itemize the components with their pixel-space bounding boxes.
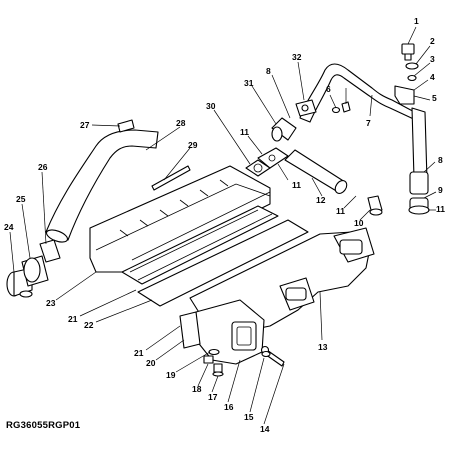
callout-19: 19	[166, 370, 176, 380]
air-inlet-pipe	[45, 129, 159, 243]
bracket-5	[394, 85, 415, 105]
leader-lines	[9, 26, 437, 425]
callout-11c: 11	[336, 206, 345, 216]
connector-tube-12	[284, 149, 348, 194]
callout-30: 30	[206, 101, 216, 111]
callout-11d: 11	[436, 204, 445, 214]
callout-28: 28	[176, 118, 186, 128]
clip-27	[117, 119, 135, 133]
callout-29: 29	[188, 140, 198, 150]
cooler-fins	[119, 179, 229, 237]
lower-right-tube	[408, 171, 430, 215]
callout-24: 24	[4, 222, 14, 232]
callout-15: 15	[244, 412, 254, 422]
callout-12: 12	[316, 195, 326, 205]
callout-21-lower: 21	[134, 348, 144, 358]
callout-9: 9	[438, 185, 443, 195]
callout-6: 6	[326, 84, 331, 94]
callout-31: 31	[244, 78, 254, 88]
callout-4: 4	[430, 72, 435, 82]
nut-18	[203, 355, 214, 364]
figure-id: RG36055RGP01	[6, 420, 81, 431]
callout-23: 23	[46, 298, 56, 308]
callout-27: 27	[80, 120, 90, 130]
bolt-1	[401, 43, 415, 61]
washer-3	[407, 74, 417, 82]
gasket-21-upper	[121, 205, 279, 285]
callout-11b: 11	[292, 180, 301, 190]
stud-29	[151, 165, 191, 191]
callout-25: 25	[16, 194, 26, 204]
callout-18: 18	[192, 384, 202, 394]
gasket-20	[179, 311, 201, 349]
hose-clamp-31	[271, 117, 297, 142]
callout-14: 14	[260, 424, 270, 434]
callout-22: 22	[84, 320, 94, 330]
hose-25	[21, 255, 49, 287]
callout-32: 32	[292, 52, 302, 62]
callout-3: 3	[430, 54, 435, 64]
washer-15	[261, 350, 271, 358]
callout-20: 20	[146, 358, 156, 368]
elbow-10	[367, 195, 383, 216]
washer-2	[405, 62, 419, 70]
gasket-22	[137, 219, 309, 307]
washer-6	[331, 106, 341, 114]
callout-2: 2	[430, 36, 435, 46]
clamp-32	[295, 99, 317, 117]
callout-7: 7	[366, 118, 371, 128]
callout-labels: 1 2 3 4 5 6 7 8 9 10 11 11 11 11 12 13 1…	[4, 16, 445, 434]
callout-21-upper: 21	[68, 314, 78, 324]
washer-19	[208, 348, 220, 356]
callout-17: 17	[208, 392, 218, 402]
callout-13: 13	[318, 342, 328, 352]
callout-16: 16	[224, 402, 234, 412]
callout-26: 26	[38, 162, 48, 172]
rubber-sleeve-26	[39, 239, 61, 263]
manifold-elbow-16	[195, 299, 265, 365]
plug-17	[212, 363, 224, 377]
callout-11a: 11	[240, 127, 249, 137]
callout-8-label: 8	[266, 66, 271, 76]
callout-8: 8	[438, 155, 443, 165]
callout-10: 10	[354, 218, 364, 228]
flange-fitting-11	[257, 147, 289, 169]
callout-1: 1	[414, 16, 419, 26]
callout-5: 5	[432, 93, 437, 103]
